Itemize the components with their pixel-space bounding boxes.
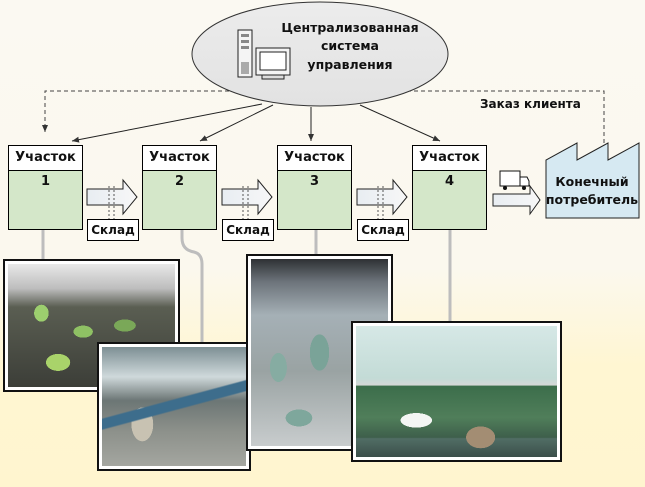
central-system-ellipse	[191, 1, 449, 107]
central-system-title-line3: управления	[307, 57, 392, 72]
flow-arrow-1	[86, 178, 138, 219]
warehouse-1[interactable]: Склад	[87, 219, 139, 241]
section-2[interactable]: Участок 2	[142, 145, 217, 230]
warehouse-3[interactable]: Склад	[357, 219, 409, 241]
section-4-title: Участок 4	[413, 146, 486, 189]
computer-icon	[237, 29, 291, 80]
central-system-title-line2: система	[321, 38, 379, 53]
section-2-title: Участок 2	[143, 146, 216, 189]
section-4[interactable]: Участок 4	[412, 145, 487, 230]
factory-icon	[545, 142, 640, 219]
photo-production-line	[97, 342, 251, 471]
consumer-label-line2: потребитель	[546, 192, 638, 207]
central-system-title-line1: Централизованная	[281, 20, 418, 35]
control-arrow-1	[71, 103, 263, 143]
consumer-label-line1: Конечный	[555, 174, 628, 189]
flow-arrow-3	[356, 178, 408, 219]
flow-arrow-2	[221, 178, 273, 219]
customer-order-label: Заказ клиента	[480, 97, 581, 111]
connector-line-2	[180, 230, 204, 343]
control-arrow-4	[359, 104, 441, 142]
section-1-title: Участок 1	[9, 146, 82, 189]
warehouse-2[interactable]: Склад	[222, 219, 274, 241]
truck-icon	[499, 170, 530, 190]
delivery-arrow	[492, 184, 541, 216]
section-3-title: Участок 3	[278, 146, 351, 189]
control-arrow-2	[199, 104, 274, 142]
section-3[interactable]: Участок 3	[277, 145, 352, 230]
section-1[interactable]: Участок 1	[8, 145, 83, 230]
photo-textile-line	[351, 321, 562, 462]
